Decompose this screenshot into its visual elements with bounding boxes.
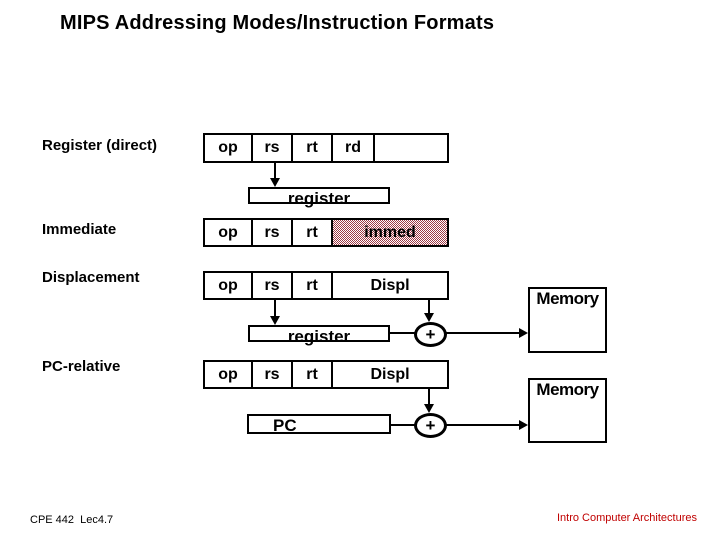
format-box-immediate: op rs rt immed (203, 218, 449, 247)
memory-box-1: Memory (528, 287, 607, 353)
arrow-line-adder-1-to-memory-1 (446, 332, 519, 334)
field-rs: rs (253, 135, 293, 161)
memory-box-2-label: Memory (536, 380, 599, 399)
field-immed: immed (333, 220, 447, 245)
field-op: op (205, 135, 253, 161)
field-op: op (205, 220, 253, 245)
field-rt: rt (293, 273, 333, 298)
line-pc-to-adder-2 (391, 424, 416, 426)
plus-icon: + (425, 325, 436, 344)
page-title: MIPS Addressing Modes/Instruction Format… (60, 12, 495, 34)
pc-box-label: PC (273, 416, 297, 435)
register-box-1-label: register (287, 189, 351, 208)
field-rs: rs (253, 220, 293, 245)
arrow-line-rs-to-register-1 (274, 163, 276, 179)
memory-box-2: Memory (528, 378, 607, 443)
memory-box-1-label: Memory (536, 289, 599, 308)
field-rt: rt (293, 362, 333, 387)
mode-label-immediate: Immediate (42, 221, 117, 238)
arrow-line-adder-2-to-memory-2 (446, 424, 519, 426)
arrow-line-rs-to-register-2 (274, 300, 276, 317)
field-rt: rt (293, 135, 333, 161)
field-displ: Displ (370, 276, 410, 294)
mode-label-register-direct: Register (direct) (42, 137, 158, 154)
adder-circle-1: + (414, 322, 447, 347)
field-displ: Displ (370, 365, 410, 383)
mode-label-pc-relative: PC-relative (42, 358, 121, 375)
adder-circle-2: + (414, 413, 447, 438)
arrowhead-down-icon (270, 316, 280, 325)
field-rt: rt (293, 220, 333, 245)
field-op: op (205, 362, 253, 387)
pc-box: PC (247, 414, 391, 434)
arrowhead-right-icon (519, 328, 528, 338)
format-box-displacement: op rs rt Displ (203, 271, 449, 300)
arrowhead-down-icon (424, 313, 434, 322)
plus-icon: + (425, 416, 436, 435)
field-rd: rd (333, 135, 375, 161)
field-rs: rs (253, 362, 293, 387)
line-register-to-adder-1 (390, 332, 416, 334)
arrow-line-displ-to-adder-1 (428, 300, 430, 314)
mode-label-displacement: Displacement (42, 269, 140, 286)
field-unused (375, 135, 447, 161)
register-box-2-label: register (287, 327, 351, 346)
footer-course-title: Intro Computer Architectures (556, 512, 697, 524)
arrow-line-displ-to-adder-2 (428, 389, 430, 405)
arrowhead-down-icon (424, 404, 434, 413)
field-rs: rs (253, 273, 293, 298)
format-box-pc-relative: op rs rt Displ (203, 360, 449, 389)
arrowhead-right-icon (519, 420, 528, 430)
register-box-2: register (248, 325, 390, 346)
register-box-1: register (248, 187, 390, 208)
field-op: op (205, 273, 253, 298)
arrowhead-down-icon (270, 178, 280, 187)
format-box-register-direct: op rs rt rd (203, 133, 449, 163)
footer-course-label: CPE 442 Lec4.7 (30, 514, 114, 526)
